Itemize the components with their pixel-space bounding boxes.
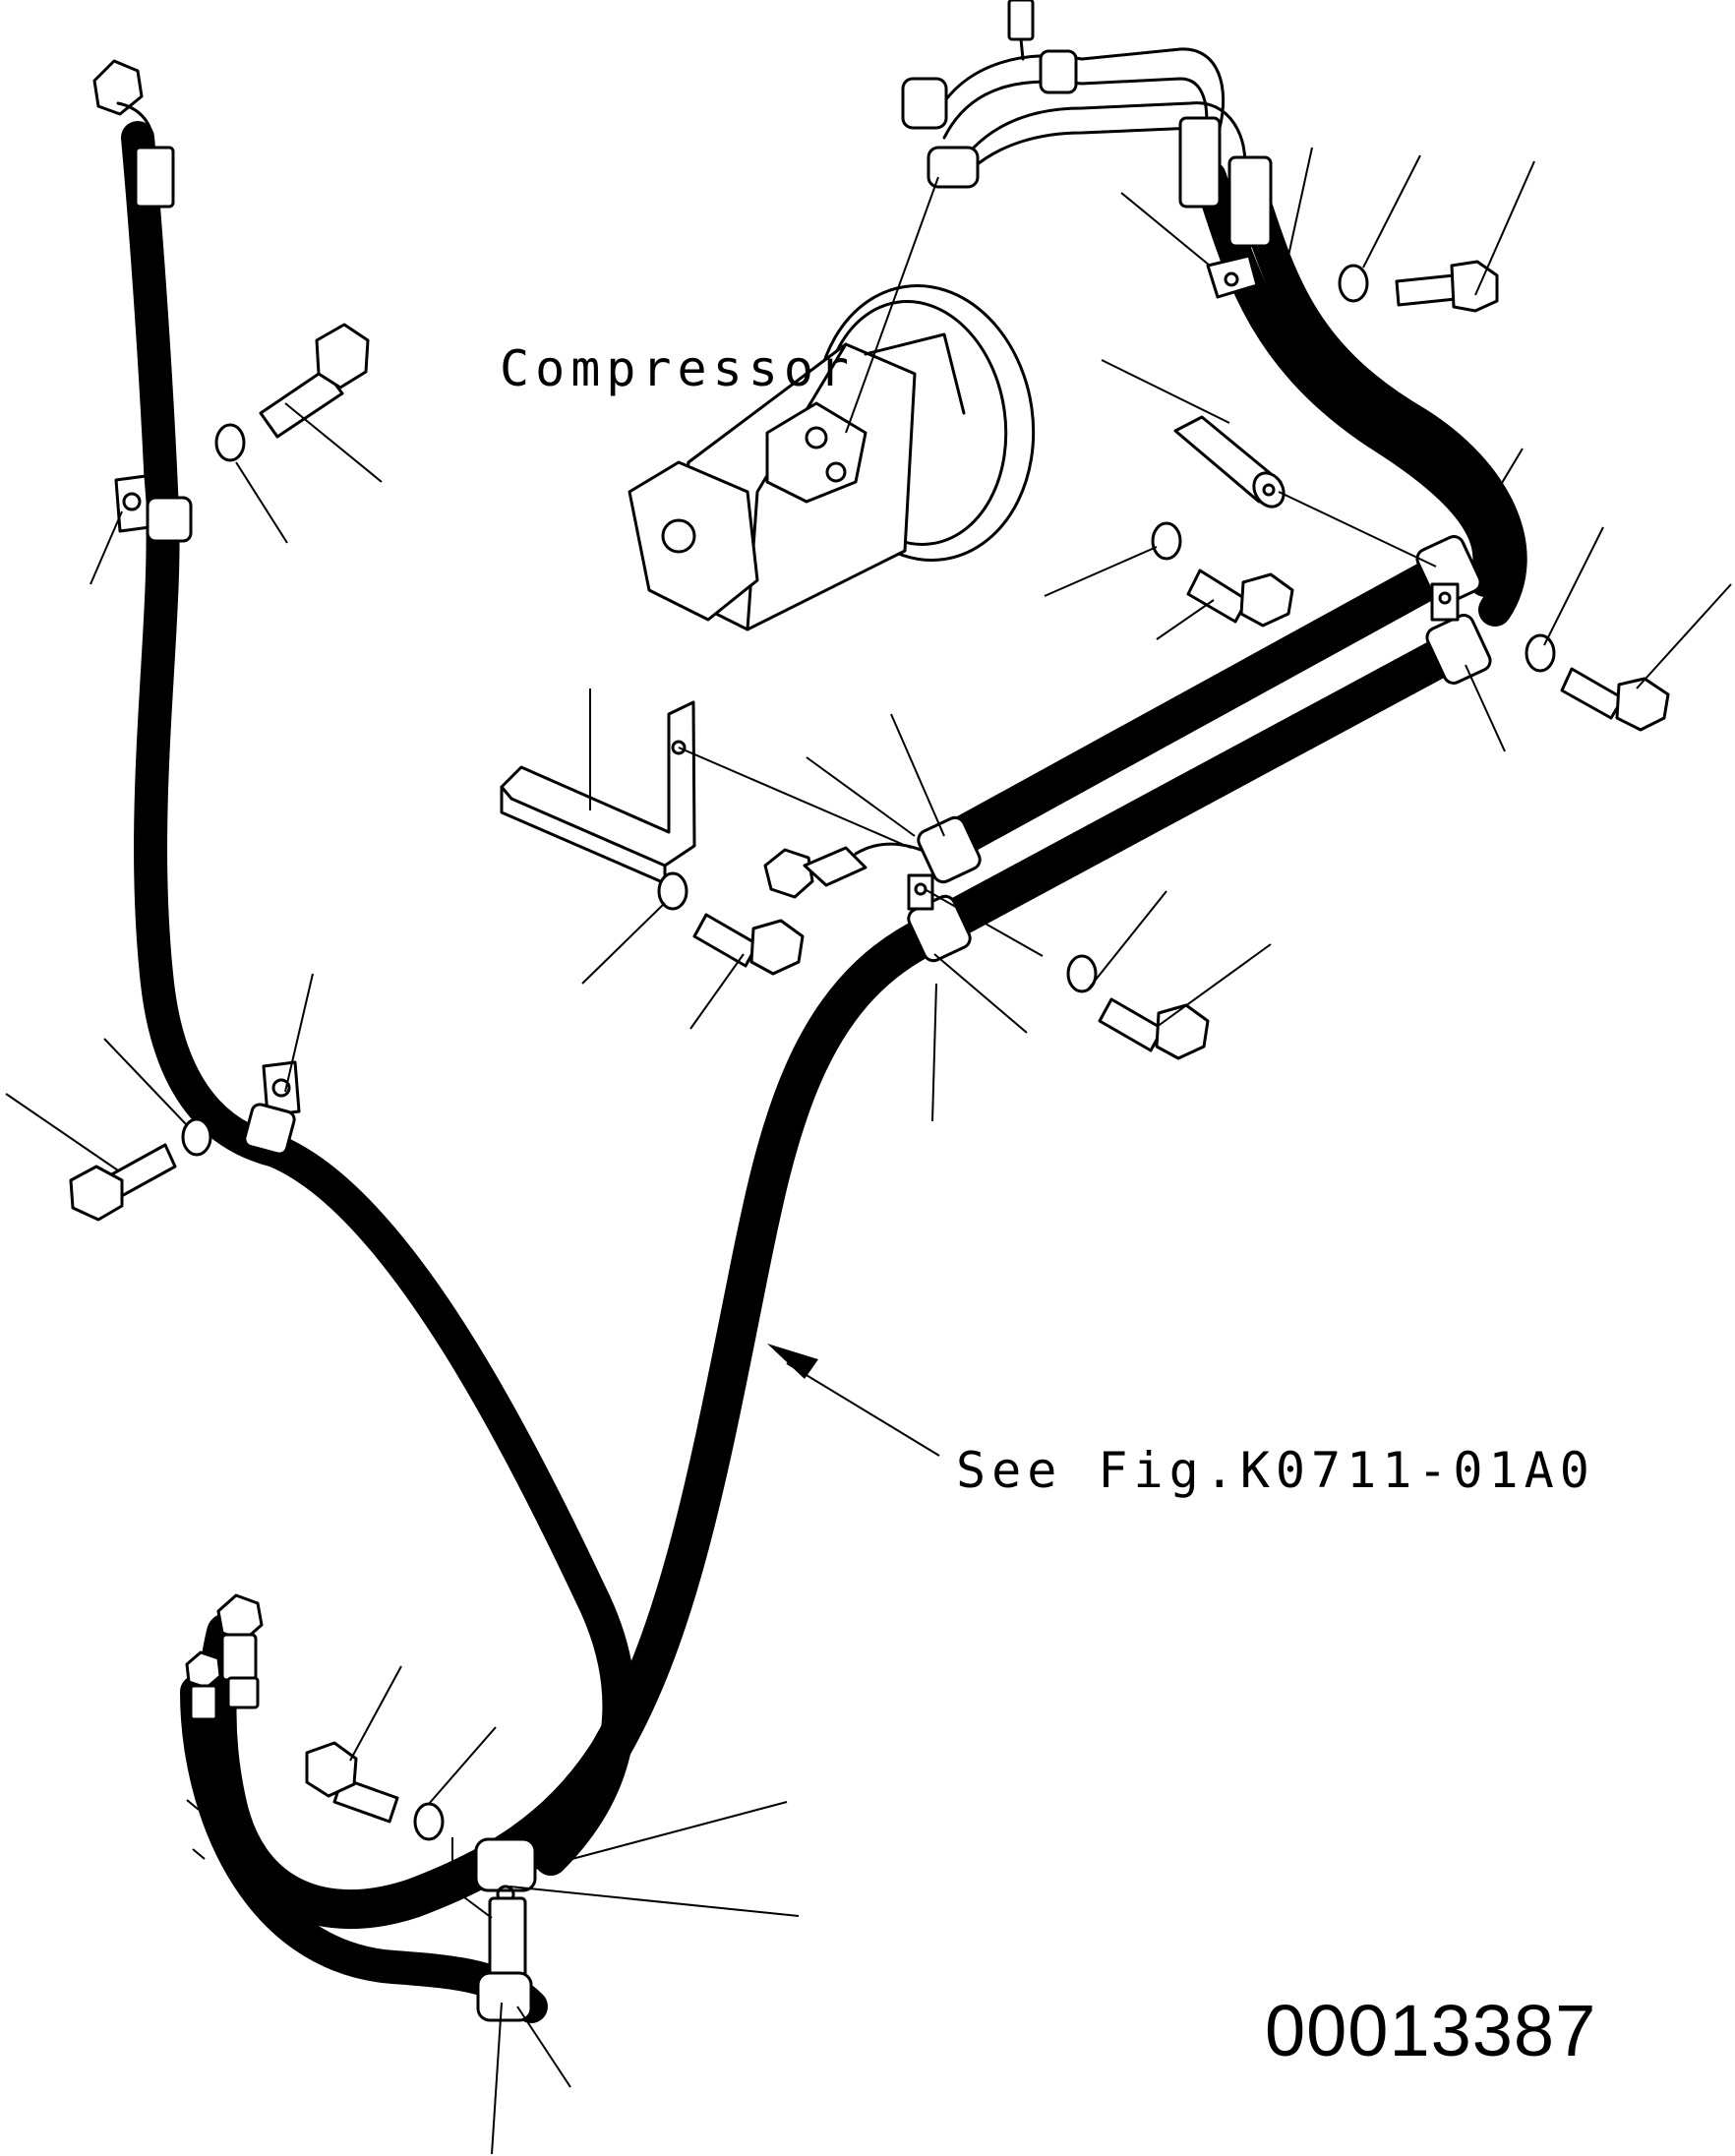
bottom-left-hose-fittings: [185, 1593, 264, 1721]
compressor-label: Compressor: [500, 340, 855, 397]
mounting-bracket: [500, 700, 696, 885]
right-clamp: [1415, 535, 1492, 685]
bolt-left: [69, 1143, 177, 1222]
bolt-top-left: [259, 323, 370, 439]
leader-lines: [5, 147, 1732, 2155]
bolt-mid-right: [1098, 997, 1210, 1060]
bolt-bottom: [305, 1741, 399, 1824]
washer-7: [181, 1117, 212, 1157]
see-fig-arrow: [767, 1344, 818, 1379]
see-figure-reference: See Fig.K0711-01A0: [956, 1442, 1595, 1499]
washer-8: [413, 1802, 445, 1841]
left-long-hose: [121, 121, 636, 1876]
spacer-tube: [1173, 415, 1286, 509]
washer-3: [1151, 521, 1182, 561]
bolt-center: [692, 913, 805, 976]
bolt-center-right: [1186, 569, 1294, 628]
washers: [181, 264, 1556, 1841]
top-left-hose-fitting: [92, 59, 175, 436]
top-pipe-assembly: [901, 0, 1273, 299]
washer-1: [214, 423, 246, 462]
left-upper-clamp: [114, 474, 193, 543]
washer-2: [1338, 264, 1369, 303]
bottom-double-clamp: [474, 1837, 537, 2022]
horizontal-hose-pair: [925, 551, 1475, 944]
upper-right-hose-pair: [1193, 160, 1527, 627]
washer-5: [657, 871, 688, 911]
center-hose-fittings: [763, 815, 982, 963]
bolt-top-right: [1395, 260, 1499, 313]
washer-4: [1525, 633, 1556, 673]
washer-6: [1066, 954, 1098, 993]
bolt-far-right: [1560, 667, 1670, 732]
compressor-unit: [628, 284, 1036, 631]
drawing-number: 00013387: [1265, 1990, 1596, 2071]
left-middle-clamp: [243, 1060, 301, 1156]
